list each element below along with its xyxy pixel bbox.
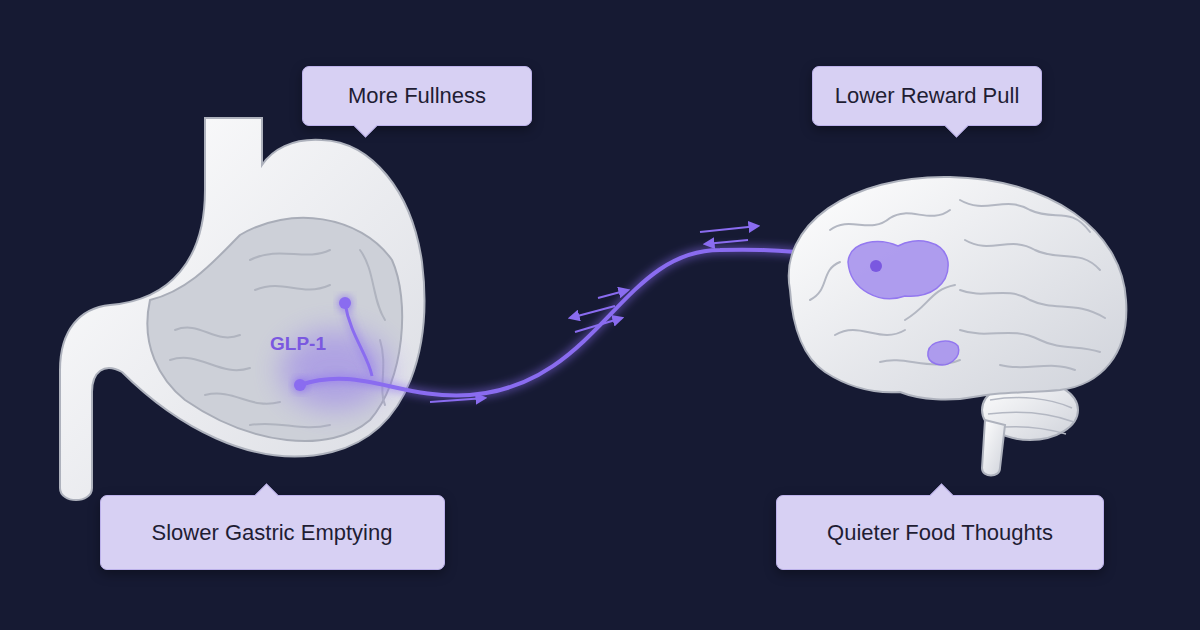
callout-pointer [255,483,279,507]
callout-pointer [929,483,953,507]
callout-box: Quieter Food Thoughts [776,495,1104,570]
callout-text: More Fullness [348,83,486,109]
brain-illustration [789,177,1127,476]
callout-text: Lower Reward Pull [835,83,1020,109]
callout-text: Slower Gastric Emptying [152,520,393,546]
callout-pointer [354,113,378,137]
callout-box: More Fullness [302,66,532,126]
stomach-illustration [60,118,424,500]
callout-box: Slower Gastric Emptying [100,495,445,570]
callout-text: Quieter Food Thoughts [827,520,1053,546]
callout-pointer [944,113,968,137]
signal-path [300,226,875,402]
hormone-label: GLP-1 [270,333,326,355]
callout-box: Lower Reward Pull [812,66,1042,126]
